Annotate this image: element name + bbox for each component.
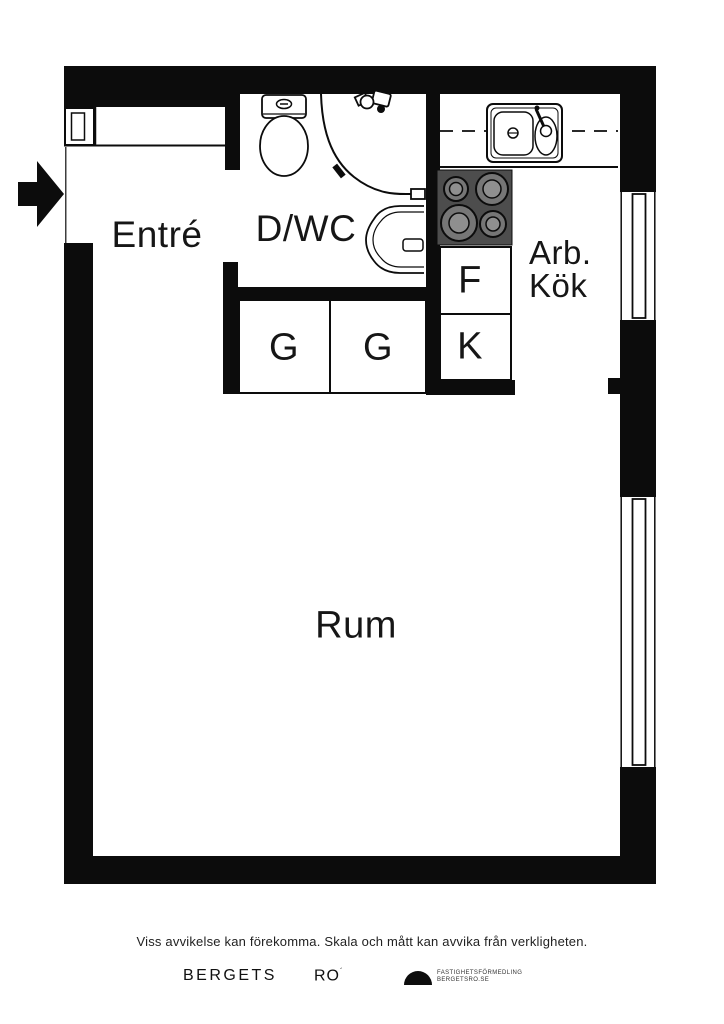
stove-icon [436, 169, 513, 246]
label-kitchen: Arb. Kök [529, 236, 592, 302]
entrance-arrow-icon [18, 161, 64, 227]
label-entre: Entré [111, 214, 203, 255]
brand-ro-mark: ´ [340, 967, 344, 976]
interior-walls [223, 66, 620, 395]
shower-mixer-icon [353, 89, 392, 113]
label-wardrobe-right: G [362, 326, 394, 369]
label-kitchen-line1: Arb. [529, 234, 592, 271]
disclaimer-text: Viss avvikelse kan förekomma. Skala och … [136, 934, 588, 949]
label-fridge: F [458, 259, 482, 302]
agency-line2: BERGETSRO.SE [437, 977, 490, 984]
agency-logo-icon [404, 971, 432, 985]
window-kitchen-icon [620, 192, 656, 320]
brand-ro-text: RO [314, 967, 340, 985]
agency-line1: FASTIGHETSFÖRMEDLING [437, 970, 523, 976]
window-room-icon [620, 497, 656, 767]
left-window-icon [64, 107, 95, 146]
wardrobe-boxes [238, 299, 427, 394]
label-shower-wc: D/WC [255, 208, 357, 249]
exterior-walls [64, 66, 656, 884]
agency-text-block: FASTIGHETSFÖRMEDLING BERGETSRO.SE [437, 970, 522, 984]
shower-hose [320, 93, 426, 200]
toilet-icon [259, 94, 309, 177]
shower-seat-icon [365, 205, 424, 274]
label-wardrobe-left: G [268, 326, 300, 369]
sink-icon [486, 103, 563, 163]
brand-bergets: BERGETS [183, 967, 277, 984]
label-kitchen-line2: Kök [529, 267, 588, 304]
brand-ro: RO´ [314, 967, 344, 985]
label-main-room: Rum [315, 604, 397, 647]
cabinet-box [439, 313, 512, 381]
label-cabinet: K [457, 325, 483, 368]
